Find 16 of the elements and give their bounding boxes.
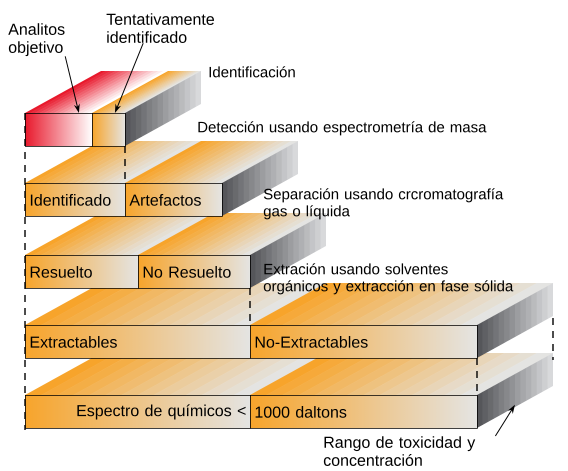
layer-label: Identificación xyxy=(210,66,295,78)
layer-box: 1000 daltons xyxy=(250,395,478,429)
layer-label: Detección usando espectrometría de masa xyxy=(198,121,486,136)
callout-text: Analitos objetivo xyxy=(8,23,65,56)
layer-box: Artefactos xyxy=(125,183,223,217)
layer-box xyxy=(92,113,126,147)
slab-side-face xyxy=(477,353,553,428)
layer-box: No-Extractables xyxy=(250,325,478,359)
layer-label: Separación usando crcromatografía gas o líquida xyxy=(264,188,504,220)
callout-text: Tentativamente identificado xyxy=(106,13,214,43)
layer-box: No Resuelto xyxy=(138,255,251,289)
layer-box: Identificado xyxy=(25,183,126,217)
callout-text: Rango de toxicidad y concentración xyxy=(324,436,476,466)
layer-box: Resuelto xyxy=(25,255,139,289)
layer-box: Extractables xyxy=(25,325,251,359)
layer-box: Espectro de químicos < xyxy=(25,395,251,429)
